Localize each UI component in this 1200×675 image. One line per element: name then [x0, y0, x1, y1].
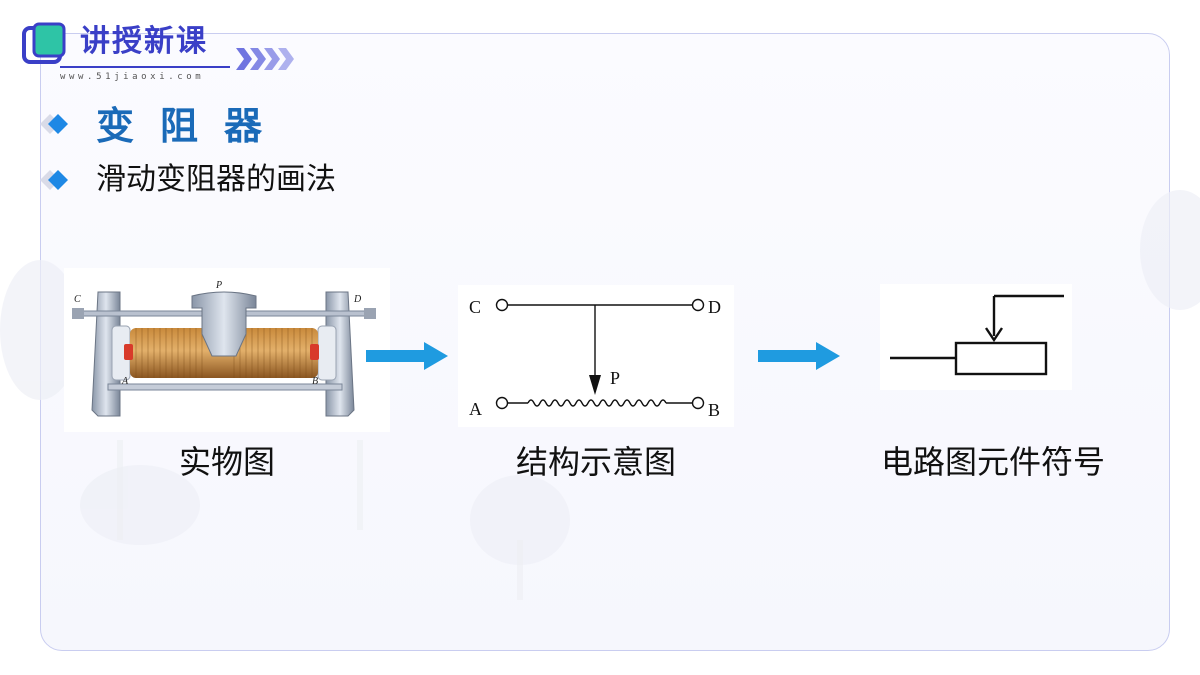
structure-schematic-panel: C D P A B — [458, 285, 734, 427]
photo-label-d: D — [353, 294, 362, 305]
rheostat-symbol-icon — [890, 294, 1064, 376]
rheostat-illustration: C D P A B — [72, 280, 376, 417]
rheostat-photo-panel: C D P A B — [64, 268, 390, 432]
photo-label-p: P — [215, 280, 222, 291]
structure-schematic: C D P A B — [469, 297, 721, 420]
topic-heading: 变阻器 — [96, 104, 289, 148]
schematic-label-p: P — [610, 368, 620, 388]
subtopic-heading: 滑动变阻器的画法 — [96, 162, 336, 197]
caption-symbol: 电路图元件符号 — [880, 443, 1105, 481]
circuit-symbol-panel — [880, 284, 1072, 390]
photo-label-c: C — [74, 294, 81, 305]
schematic-label-d: D — [708, 297, 721, 317]
diamond-bullet-icon — [40, 170, 68, 190]
photo-label-a: A — [121, 376, 129, 387]
schematic-label-a: A — [469, 399, 482, 419]
caption-schematic: 结构示意图 — [515, 443, 676, 481]
book-logo-icon — [22, 22, 66, 64]
schematic-label-b: B — [708, 400, 720, 420]
caption-photo: 实物图 — [178, 443, 275, 481]
section-title: 讲授新课 — [80, 24, 208, 59]
chevrons-right-icon — [236, 48, 294, 70]
photo-label-b: B — [312, 376, 318, 387]
site-url: www.51jiaoxi.com — [60, 72, 205, 82]
title-underline — [60, 66, 230, 68]
arrow-right-icon — [758, 342, 840, 370]
schematic-label-c: C — [469, 297, 481, 317]
arrow-right-icon — [366, 342, 448, 370]
diamond-bullet-icon — [40, 114, 68, 134]
